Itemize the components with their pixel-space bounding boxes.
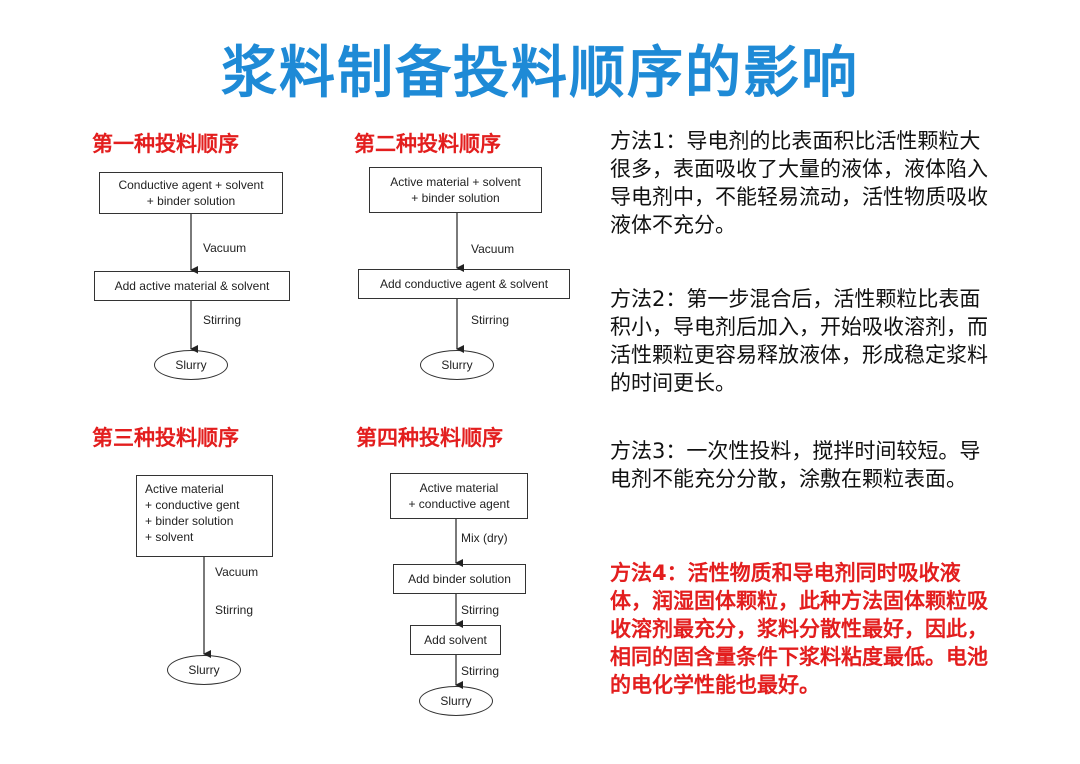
page-title: 浆料制备投料顺序的影响 [221, 41, 859, 106]
flow4-box2: Add binder solution [393, 564, 526, 594]
flow1-box1-line2: + binder solution [146, 194, 236, 208]
method4-text: 方法4：活性物质和导电剂同时吸收液体，润湿固体颗粒，此种方法固体颗粒吸收溶剂最充… [610, 561, 988, 697]
flow2-step1: Vacuum [471, 242, 515, 256]
flow2-box2-line1: Add conductive agent & solvent [379, 277, 549, 291]
flow4-step3: Stirring [461, 664, 500, 678]
flow3-box1: Active material + conductive gent + bind… [136, 475, 273, 557]
flow2-step2: Stirring [471, 313, 510, 327]
flow1-box1-line1: Conductive agent + solvent [118, 178, 264, 192]
flow3-box1-line4: + solvent [145, 530, 194, 544]
flow4-box3-line1: Add solvent [424, 633, 487, 647]
flow1-step2: Stirring [203, 313, 242, 327]
flow3-slurry: Slurry [167, 655, 241, 685]
flow2-heading: 第二种投料顺序 [354, 132, 501, 156]
flow3-box1-line1: Active material [145, 482, 224, 496]
flow2-box1: Active material + solvent + binder solut… [369, 167, 542, 213]
flow1-box2: Add active material & solvent [94, 271, 290, 301]
flow4-step2: Stirring [461, 603, 500, 617]
flow2-box1-line1: Active material + solvent [390, 175, 521, 189]
flow3-box1-line2: + conductive gent [145, 498, 240, 512]
method3-text: 方法3：一次性投料，搅拌时间较短。导电剂不能充分分散，涂敷在颗粒表面。 [610, 439, 981, 491]
flow1-heading: 第一种投料顺序 [92, 132, 239, 156]
flow4-box1-line2: + conductive agent [408, 497, 510, 511]
flow2-box1-line2: + binder solution [411, 191, 500, 205]
method2-text: 方法2：第一步混合后，活性颗粒比表面积小，导电剂后加入，开始吸收溶剂，而活性颗粒… [610, 287, 988, 395]
flow4-step1: Mix (dry) [461, 531, 508, 545]
flow2-box2: Add conductive agent & solvent [358, 269, 570, 299]
method1-text: 方法1：导电剂的比表面积比活性颗粒大很多，表面吸收了大量的液体，液体陷入导电剂中… [610, 129, 988, 237]
flow4-slurry: Slurry [419, 686, 493, 716]
flow4-box2-line1: Add binder solution [408, 572, 511, 586]
flow4-box1: Active material + conductive agent [390, 473, 528, 519]
flow3-step1: Vacuum [215, 565, 259, 579]
flow1-box2-line1: Add active material & solvent [114, 279, 270, 293]
flow4-box1-line1: Active material [419, 481, 499, 495]
flow3-heading: 第三种投料顺序 [92, 426, 239, 450]
flow4-box3: Add solvent [410, 625, 501, 655]
flow3-box1-line3: + binder solution [145, 514, 234, 528]
flow4-heading: 第四种投料顺序 [356, 426, 503, 450]
flow3-step2: Stirring [215, 603, 254, 617]
flow1-box1: Conductive agent + solvent + binder solu… [99, 172, 283, 214]
flow1-step1: Vacuum [203, 241, 247, 255]
